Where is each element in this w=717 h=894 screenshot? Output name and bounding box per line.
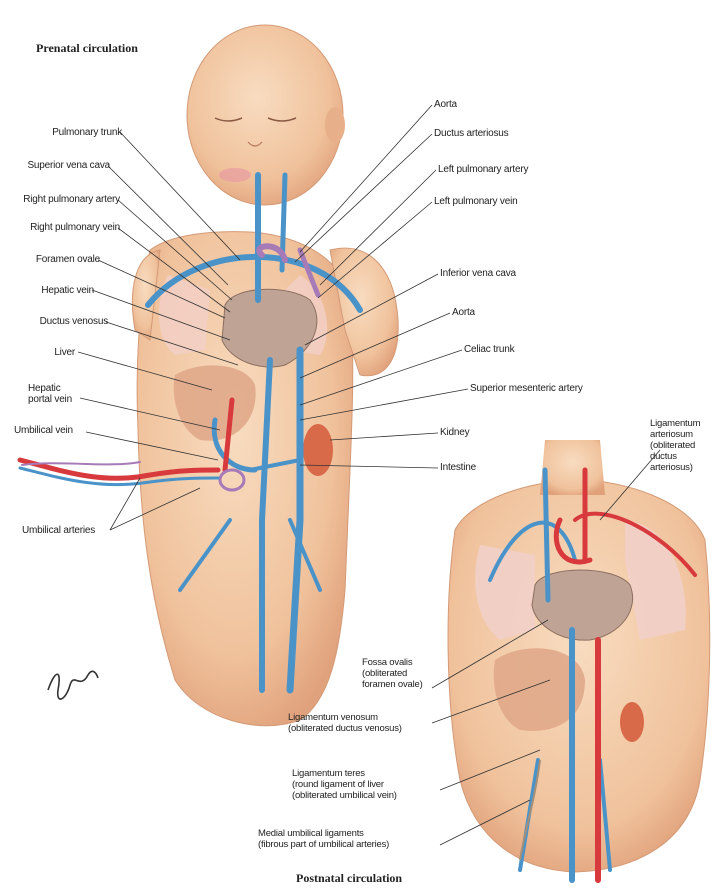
label-aorta-mid: Aorta	[452, 307, 475, 318]
label-left-pulmonary-artery: Left pulmonary artery	[438, 164, 528, 175]
prenatal-kidney	[303, 424, 333, 476]
label-right-pulmonary-artery: Right pulmonary artery	[23, 194, 120, 205]
label-ductus-venosus: Ductus venosus	[40, 316, 108, 327]
prenatal-ear	[325, 107, 345, 143]
label-medial-umbilical-ligaments: Medial umbilical ligaments (fibrous part…	[258, 828, 389, 850]
postnatal-neck	[540, 440, 605, 495]
label-aorta-top: Aorta	[434, 99, 457, 110]
label-liver: Liver	[54, 347, 75, 358]
label-ligamentum-arteriosum: Ligamentum arteriosum (obliterated ductu…	[650, 418, 700, 473]
label-umbilical-vein: Umbilical vein	[14, 425, 73, 436]
label-fossa-ovalis: Fossa ovalis (obliterated foramen ovale)	[362, 657, 423, 690]
label-celiac-trunk: Celiac trunk	[464, 344, 514, 355]
label-ligamentum-venosum: Ligamentum venosum (obliterated ductus v…	[288, 712, 402, 734]
label-umbilical-arteries: Umbilical arteries	[22, 525, 95, 536]
label-superior-mesenteric-artery: Superior mesenteric artery	[470, 383, 583, 394]
label-ductus-arteriosus: Ductus arteriosus	[434, 128, 508, 139]
postnatal-kidney	[620, 702, 644, 742]
label-inferior-vena-cava: Inferior vena cava	[440, 268, 516, 279]
label-ligamentum-teres: Ligamentum teres (round ligament of live…	[292, 768, 397, 801]
prenatal-title: Prenatal circulation	[36, 41, 138, 56]
label-kidney: Kidney	[440, 427, 469, 438]
label-foramen-ovale: Foramen ovale	[36, 254, 100, 265]
postnatal-baby	[448, 440, 710, 880]
label-superior-vena-cava: Superior vena cava	[27, 160, 110, 171]
label-pulmonary-trunk: Pulmonary trunk	[52, 127, 122, 138]
artist-signature	[48, 671, 98, 699]
prenatal-head	[187, 25, 343, 205]
label-hepatic-portal-vein: Hepatic portal vein	[28, 383, 72, 405]
label-intestine: Intestine	[440, 462, 476, 473]
label-left-pulmonary-vein: Left pulmonary vein	[434, 196, 517, 207]
label-right-pulmonary-vein: Right pulmonary vein	[30, 222, 120, 233]
label-hepatic-vein: Hepatic vein	[41, 285, 94, 296]
postnatal-title: Postnatal circulation	[296, 871, 402, 886]
